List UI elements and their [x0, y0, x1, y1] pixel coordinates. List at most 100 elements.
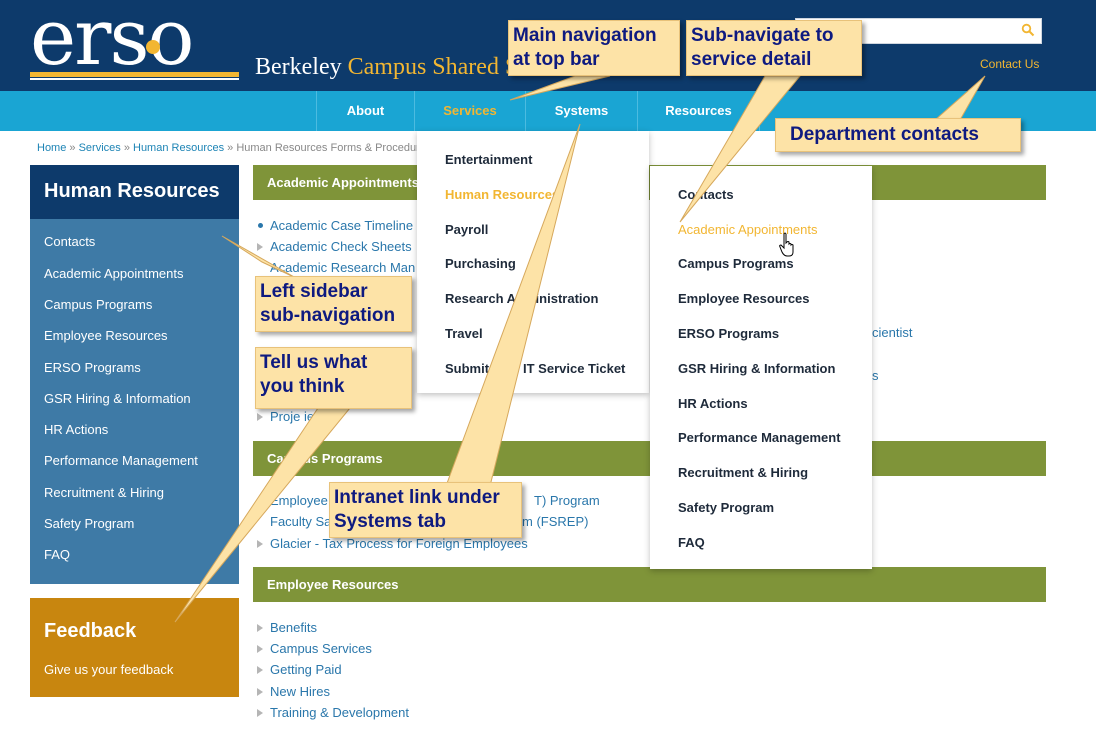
bullet-arrow [257, 624, 263, 632]
dd-research-administration[interactable]: Research Administration [445, 291, 599, 306]
sub-hr-actions[interactable]: HR Actions [678, 396, 748, 411]
sub-safety-program[interactable]: Safety Program [678, 500, 775, 515]
search-icon[interactable] [1021, 23, 1035, 37]
link-training-development[interactable]: Training & Development [270, 705, 409, 720]
bullet-arrow [257, 709, 263, 717]
link-academic-research[interactable]: Academic Research Man [270, 260, 416, 275]
sidebar-item-employee-resources[interactable]: Employee Resources [44, 328, 168, 343]
sidebar-item-academic-appointments[interactable]: Academic Appointments [44, 266, 184, 281]
link-academic-check-sheets[interactable]: Academic Check Sheets [270, 239, 412, 254]
site-title: Berkeley Campus Shared Se [255, 54, 529, 81]
dd-submit-it-ticket[interactable]: Submit CSS IT Service Ticket [445, 361, 626, 376]
breadcrumb: Home » Services » Human Resources » Huma… [37, 142, 426, 154]
link-partial-s[interactable]: s [872, 368, 879, 383]
hand-cursor-icon [779, 232, 794, 257]
link-employee-program-tail[interactable]: T) Program [534, 493, 600, 508]
link-fsrep-tail[interactable]: m (FSREP) [522, 514, 589, 529]
bullet-arrow [257, 645, 263, 653]
callout-main-nav: Main navigation at top bar [508, 20, 680, 76]
sidebar-item-performance-management[interactable]: Performance Management [44, 453, 198, 468]
sub-recruitment-hiring[interactable]: Recruitment & Hiring [678, 465, 809, 480]
link-employee-program[interactable]: Employee [270, 493, 328, 508]
site-title-main: Campus Shared Se [347, 54, 529, 80]
sub-performance-management[interactable]: Performance Management [678, 430, 841, 445]
bullet-arrow [257, 666, 263, 674]
link-project-policies[interactable]: Proje ies [270, 409, 321, 424]
callout-tell-line2: you think [260, 376, 345, 397]
sidebar-item-erso-programs[interactable]: ERSO Programs [44, 360, 141, 375]
callout-department-contacts: Department contacts [775, 118, 1021, 152]
callout-sub-nav-line1: Sub-navigate to [691, 25, 834, 46]
site-title-prefix: Berkeley [255, 54, 342, 80]
callout-left-line2: sub-navigation [260, 305, 396, 326]
feedback-link[interactable]: Give us your feedback [44, 662, 174, 677]
nav-systems[interactable]: Systems [525, 91, 637, 131]
dd-travel[interactable]: Travel [445, 326, 483, 341]
callout-tell-us: Tell us what you think [255, 347, 412, 409]
link-glacier-tax[interactable]: Glacier - Tax Process for Foreign Employ… [270, 536, 528, 551]
sidebar-item-recruitment-hiring[interactable]: Recruitment & Hiring [44, 485, 164, 500]
sidebar-item-gsr-hiring[interactable]: GSR Hiring & Information [44, 391, 191, 406]
sidebar-item-campus-programs[interactable]: Campus Programs [44, 297, 153, 312]
callout-sub-nav-line2: service detail [691, 49, 812, 70]
sidebar-item-safety-program[interactable]: Safety Program [44, 516, 135, 531]
sub-contacts[interactable]: Contacts [678, 187, 734, 202]
callout-intranet-line1: Intranet link under [334, 487, 500, 508]
logo-dot-icon [146, 40, 160, 54]
nav-resources[interactable]: Resources [637, 91, 759, 131]
breadcrumb-current: Human Resources Forms & Procedure [236, 142, 426, 154]
callout-main-nav-line1: Main navigation [513, 25, 657, 46]
bullet-arrow [257, 540, 263, 548]
bullet-arrow [257, 688, 263, 696]
erso-logo[interactable]: erso [30, 0, 240, 80]
link-academic-case-timeline[interactable]: Academic Case Timeline [270, 218, 414, 233]
bullet-arrow [257, 413, 263, 421]
left-sidebar: Human Resources Contacts Academic Appoin… [30, 165, 239, 584]
link-campus-services[interactable]: Campus Services [270, 641, 372, 656]
nav-divider [759, 91, 760, 131]
callout-tell-line1: Tell us what [260, 352, 368, 373]
callout-sub-nav: Sub-navigate to service detail [686, 20, 862, 76]
services-dropdown: Entertainment Human Resources Payroll Pu… [417, 131, 649, 393]
callout-intranet-line2: Systems tab [334, 511, 446, 532]
sub-gsr-hiring[interactable]: GSR Hiring & Information [678, 361, 836, 376]
sub-employee-resources[interactable]: Employee Resources [678, 291, 810, 306]
section-academic-appointments: Academic Appointments [253, 165, 1046, 200]
feedback-title: Feedback [44, 620, 137, 642]
breadcrumb-services[interactable]: Services [78, 142, 121, 154]
link-new-hires[interactable]: New Hires [270, 684, 330, 699]
site-header: erso Berkeley Campus Shared Se Contact U… [0, 0, 1096, 91]
link-partial-scientist[interactable]: cientist [872, 325, 913, 340]
breadcrumb-home[interactable]: Home [37, 142, 67, 154]
dd-payroll[interactable]: Payroll [445, 222, 489, 237]
sub-campus-programs[interactable]: Campus Programs [678, 256, 794, 271]
callout-intranet: Intranet link under Systems tab [329, 482, 522, 538]
contact-us-link[interactable]: Contact Us [980, 57, 1040, 71]
callout-main-nav-line2: at top bar [513, 49, 600, 70]
sidebar-item-faq[interactable]: FAQ [44, 547, 71, 562]
breadcrumb-hr[interactable]: Human Resources [133, 142, 225, 154]
dd-entertainment[interactable]: Entertainment [445, 152, 533, 167]
hr-submenu: Contacts Academic Appointments Campus Pr… [650, 166, 872, 569]
sidebar-item-contacts[interactable]: Contacts [44, 234, 96, 249]
sidebar-item-hr-actions[interactable]: HR Actions [44, 422, 109, 437]
callout-left-line1: Left sidebar [260, 281, 368, 302]
dd-purchasing[interactable]: Purchasing [445, 256, 516, 271]
feedback-box: Feedback Give us your feedback [30, 598, 239, 697]
link-faculty-sa[interactable]: Faculty Sa [270, 514, 332, 529]
sub-academic-appointments[interactable]: Academic Appointments [678, 222, 818, 237]
link-benefits[interactable]: Benefits [270, 620, 317, 635]
logo-underline-thin [30, 78, 239, 80]
callout-left-sidebar: Left sidebar sub-navigation [255, 276, 412, 332]
dd-human-resources[interactable]: Human Resources [445, 187, 560, 202]
sidebar-title: Human Resources [30, 165, 239, 219]
logo-underline [30, 72, 239, 77]
sub-erso-programs[interactable]: ERSO Programs [678, 326, 780, 341]
logo-text: erso [30, 0, 194, 83]
nav-about[interactable]: About [316, 91, 414, 131]
link-getting-paid[interactable]: Getting Paid [270, 662, 342, 677]
nav-services[interactable]: Services [414, 91, 525, 131]
bullet-dot [258, 223, 263, 228]
section-employee-resources: Employee Resources [253, 567, 1046, 602]
sub-faq[interactable]: FAQ [678, 535, 705, 550]
